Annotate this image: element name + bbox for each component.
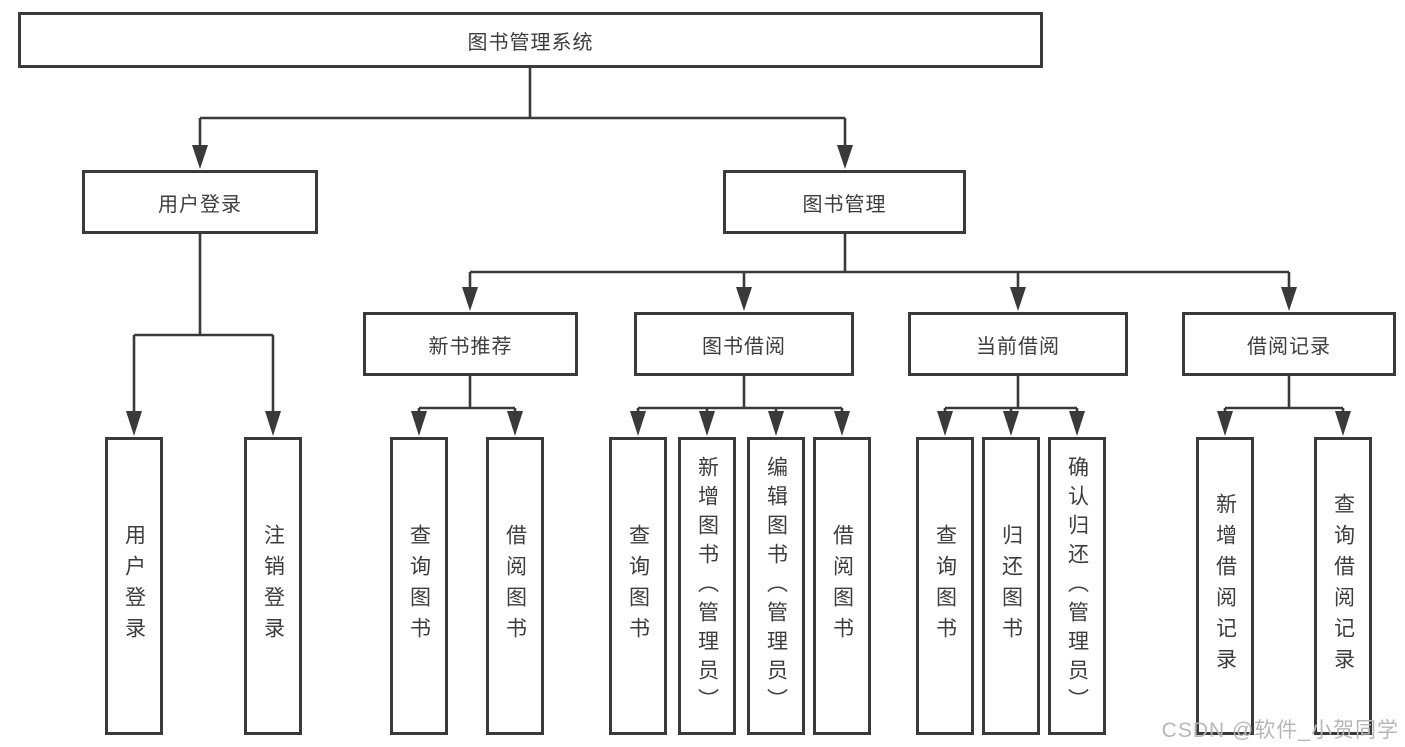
node-label: 新书推荐 xyxy=(428,335,513,358)
leaf-confirm-return-admin: 确认归还（管理员） xyxy=(1048,437,1106,735)
leaf-label: 新增借阅记录 xyxy=(1213,493,1237,679)
node-user-login: 用户登录 xyxy=(82,170,318,234)
node-label: 图书管理系统 xyxy=(467,31,594,54)
csdn-watermark: CSDN @软件_小贺同学 xyxy=(1161,719,1399,742)
connector-group-user-login xyxy=(132,234,275,413)
leaf-user-login: 用户登录 xyxy=(105,437,163,735)
leaf-label: 新增图书（管理员） xyxy=(695,455,719,717)
leaf-borrow-book-recommend: 借阅图书 xyxy=(486,437,544,735)
arrowheads-user-login xyxy=(126,411,281,436)
connector-group-book-mgmt xyxy=(468,234,1291,289)
leaf-logout-login: 注销登录 xyxy=(244,437,302,735)
leaf-add-book-admin: 新增图书（管理员） xyxy=(678,437,736,735)
node-label: 当前借阅 xyxy=(976,335,1060,358)
node-borrow-record: 借阅记录 xyxy=(1182,312,1396,376)
leaf-query-book-current: 查询图书 xyxy=(916,437,974,735)
leaf-query-book-recommend: 查询图书 xyxy=(390,437,448,735)
node-book-management: 图书管理 xyxy=(723,170,966,234)
leaf-edit-book-admin: 编辑图书（管理员） xyxy=(747,437,805,735)
node-label: 借阅记录 xyxy=(1247,335,1331,358)
leaf-label: 借阅图书 xyxy=(830,524,854,648)
arrowheads-leaves xyxy=(411,411,1351,436)
leaf-label: 注销登录 xyxy=(261,524,285,648)
leaf-label: 查询图书 xyxy=(626,524,650,648)
leaf-query-book-borrow: 查询图书 xyxy=(609,437,667,735)
node-label: 用户登录 xyxy=(158,193,242,216)
leaf-label: 查询图书 xyxy=(933,524,957,648)
leaf-return-book: 归还图书 xyxy=(982,437,1040,735)
node-new-book-recommend: 新书推荐 xyxy=(363,312,578,376)
node-label: 图书管理 xyxy=(802,193,887,216)
node-book-borrow: 图书借阅 xyxy=(634,312,854,376)
leaf-borrow-book: 借阅图书 xyxy=(813,437,871,735)
leaf-label: 查询图书 xyxy=(407,524,431,648)
leaf-add-borrow-record: 新增借阅记录 xyxy=(1196,437,1254,735)
node-label: 图书借阅 xyxy=(702,335,786,358)
arrowheads-level3 xyxy=(462,287,1297,311)
leaf-label: 借阅图书 xyxy=(503,524,527,648)
node-library-management-system: 图书管理系统 xyxy=(18,12,1043,68)
leaf-label: 查询借阅记录 xyxy=(1331,493,1355,679)
leaf-label: 编辑图书（管理员） xyxy=(764,455,788,717)
leaf-label: 用户登录 xyxy=(122,524,146,648)
connector-group-root xyxy=(198,67,847,147)
connector-group-leaves xyxy=(417,376,1345,413)
leaf-query-borrow-record: 查询借阅记录 xyxy=(1314,437,1372,735)
node-current-borrow: 当前借阅 xyxy=(908,312,1128,376)
arrowheads-level2 xyxy=(192,145,853,169)
leaf-label: 归还图书 xyxy=(999,524,1023,648)
leaf-label: 确认归还（管理员） xyxy=(1065,455,1089,717)
